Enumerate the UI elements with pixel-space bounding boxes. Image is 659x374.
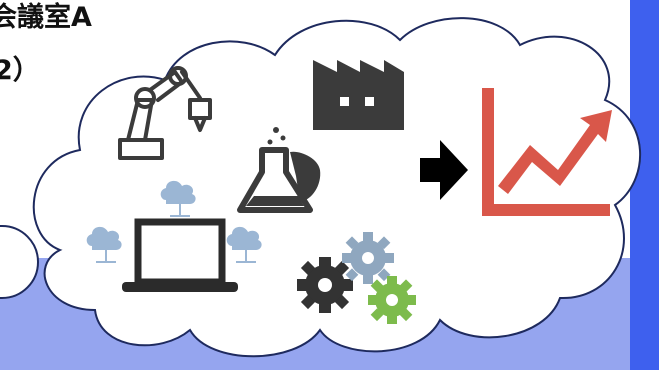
cloud-network-right [226, 226, 262, 263]
thought-cloud [32, 17, 642, 358]
cloud-network-top [160, 180, 196, 217]
factory-icon [313, 60, 404, 130]
gear-dark-icon [297, 257, 353, 313]
robot-arm-icon [118, 66, 212, 160]
title-suffix: 2） [0, 55, 40, 86]
growth-chart-icon [482, 88, 612, 216]
meeting-room-title: 会議室A [0, 2, 92, 33]
arrow-right-icon [420, 140, 468, 200]
cloud-network-icon [86, 180, 262, 263]
gear-green-icon [368, 276, 416, 324]
small-cloud-bubble [0, 225, 39, 299]
laptop-icon [122, 218, 238, 292]
cloud-network-left [86, 226, 122, 263]
right-edge-strip [630, 0, 659, 370]
chemistry-flask-icon [237, 127, 321, 213]
gear-blue-icon [342, 232, 394, 284]
gears-icon [297, 232, 416, 324]
